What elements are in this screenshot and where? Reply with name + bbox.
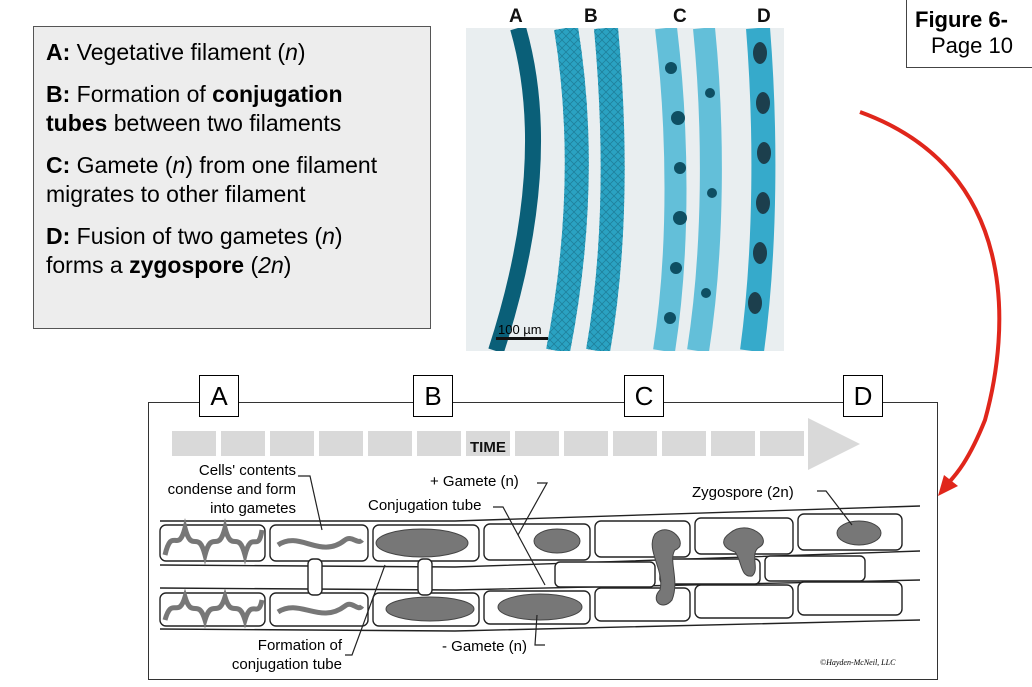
stage-b: B xyxy=(413,375,453,417)
legend-n-a: n xyxy=(285,39,298,65)
legend-item-d: D: Fusion of two gametes (n) forms a zygo… xyxy=(46,222,420,280)
scale-bar xyxy=(496,337,548,340)
filament-d-zygospores xyxy=(748,42,771,314)
micrograph-drawing xyxy=(488,28,776,351)
legend-item-c: C: Gamete (n) from one filament migrates… xyxy=(46,151,420,209)
stage-a: A xyxy=(199,375,239,417)
legend-item-b: B: Formation of conjugation tubes between… xyxy=(46,80,420,138)
micro-label-a: A xyxy=(509,6,523,27)
copyright-text: ©Hayden-McNeil, LLC xyxy=(820,658,896,667)
micro-label-d: D xyxy=(757,6,771,27)
legend-text-d1: Fusion of two gametes ( xyxy=(70,223,323,249)
annotation-plus-gamete: + Gamete (n) xyxy=(430,473,519,490)
legend-bold-b2: tubes xyxy=(46,110,108,136)
figure-page: Page 10 xyxy=(931,33,1013,58)
time-arrow xyxy=(172,418,860,470)
legend-text-a: Vegetative filament ( xyxy=(70,39,286,65)
legend-bold-b1: conjugation xyxy=(212,81,343,107)
legend-close-a: ) xyxy=(297,39,306,65)
legend-box: A: Vegetative filament (n) B: Formation … xyxy=(33,26,431,329)
annotation-minus-gamete: - Gamete (n) xyxy=(442,638,528,655)
legend-text-b1: Formation of xyxy=(70,81,213,107)
legend-key-a: A: xyxy=(46,39,71,65)
gametes xyxy=(375,520,882,622)
legend-key-d: D: xyxy=(46,223,71,249)
legend-text-c1: Gamete ( xyxy=(70,152,173,178)
filaments xyxy=(159,505,921,632)
filament-a xyxy=(488,28,541,351)
micrograph-image xyxy=(466,28,784,351)
micro-label-b: B xyxy=(584,6,598,27)
leader-lines xyxy=(298,475,853,656)
legend-text-d2: ) xyxy=(334,223,343,249)
annotation-cells-line3: into gametes xyxy=(210,500,296,517)
conjugation-tubes xyxy=(307,558,433,596)
legend-text-d3: forms a xyxy=(46,252,130,278)
stage-d: D xyxy=(843,375,883,417)
legend-text-c2: ) from one filament migrates to other fi… xyxy=(46,152,378,207)
legend-text-d4: ( xyxy=(244,252,259,278)
red-curved-arrow xyxy=(859,110,1002,490)
annotation-formation: Formation of conjugation tube xyxy=(224,636,342,674)
annotation-cells-contents: Cells' contents condense and form into g… xyxy=(168,461,296,518)
annotation-cells-line1: Cells' contents xyxy=(198,462,296,479)
legend-2n-d: 2n xyxy=(258,252,284,278)
legend-close-d: ) xyxy=(283,252,292,278)
figure-reference: Figure 6- Page 10 xyxy=(906,0,1032,68)
legend-item-a: A: Vegetative filament (n) xyxy=(46,38,420,67)
legend-bold-d: zygospore xyxy=(129,252,245,278)
annotation-zygospore: Zygospore (2n) xyxy=(692,484,794,501)
red-arrow-head xyxy=(938,475,958,496)
legend-key-b: B: xyxy=(46,81,71,107)
chloroplast-spirals xyxy=(162,518,365,629)
annotation-cells-line2: condense and form xyxy=(167,481,296,498)
micro-label-c: C xyxy=(673,6,687,27)
annotation-conjugation-tube: Conjugation tube xyxy=(368,497,482,514)
scale-label: 100 µm xyxy=(498,322,542,337)
legend-n-c: n xyxy=(172,152,186,178)
filament-c-gametes xyxy=(664,62,717,324)
annotation-formation-line2: conjugation tube xyxy=(231,656,342,673)
legend-text-b2: between two filaments xyxy=(107,110,342,136)
time-label: TIME xyxy=(470,439,506,456)
stage-c: C xyxy=(624,375,664,417)
annotation-formation-line1: Formation of xyxy=(257,637,342,654)
figure-title: Figure 6- xyxy=(915,7,1008,32)
legend-n-d: n xyxy=(322,223,335,249)
legend-key-c: C: xyxy=(46,152,71,178)
